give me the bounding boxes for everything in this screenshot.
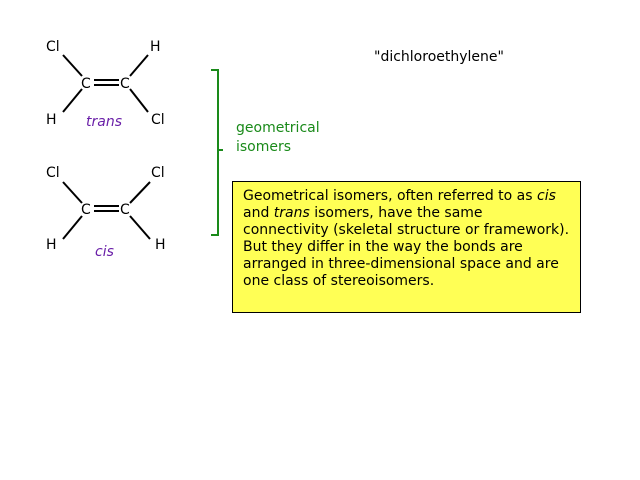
note-text-part-2: and — [243, 205, 274, 221]
cis-bond-top-left — [62, 181, 83, 204]
cis-atom-bottom-right: H — [155, 237, 166, 253]
cis-bond-bottom-right — [129, 215, 151, 240]
cis-atom-top-right: Cl — [151, 165, 165, 181]
cis-carbon-left: C — [81, 202, 91, 218]
trans-bond-bottom-left — [62, 88, 83, 113]
trans-carbon-left: C — [81, 76, 91, 92]
group-label-line-1: geometrical — [236, 120, 320, 136]
trans-isomer-label: trans — [86, 114, 122, 130]
trans-carbon-right: C — [120, 76, 130, 92]
geometrical-isomers-label: geometrical isomers — [236, 119, 320, 157]
compound-title: "dichloroethylene" — [374, 49, 504, 65]
cis-carbon-right: C — [120, 202, 130, 218]
cis-atom-top-left: Cl — [46, 165, 60, 181]
trans-atom-top-left: Cl — [46, 39, 60, 55]
note-text-part-3: isomers, have the same connectivity (ske… — [243, 205, 570, 289]
trans-bond-top-left — [62, 54, 83, 77]
isomer-bracket — [211, 69, 223, 236]
note-term-cis: cis — [537, 188, 556, 204]
cis-bond-top-right — [129, 181, 151, 204]
trans-atom-bottom-right: Cl — [151, 112, 165, 128]
trans-bond-top-right — [129, 54, 149, 77]
trans-bond-bottom-right — [129, 88, 149, 113]
group-label-line-2: isomers — [236, 139, 292, 155]
note-term-trans: trans — [273, 205, 310, 221]
definition-note: Geometrical isomers, often referred to a… — [232, 181, 581, 313]
cis-molecule: Cl Cl H H C C cis — [46, 165, 166, 260]
cis-isomer-label: cis — [95, 244, 114, 260]
trans-atom-bottom-left: H — [46, 112, 57, 128]
cis-atom-bottom-left: H — [46, 237, 57, 253]
note-text-part-1: Geometrical isomers, often referred to a… — [243, 188, 537, 204]
trans-molecule: Cl H H Cl C C trans — [46, 39, 165, 130]
trans-atom-top-right: H — [150, 39, 161, 55]
cis-bond-bottom-left — [62, 215, 83, 240]
